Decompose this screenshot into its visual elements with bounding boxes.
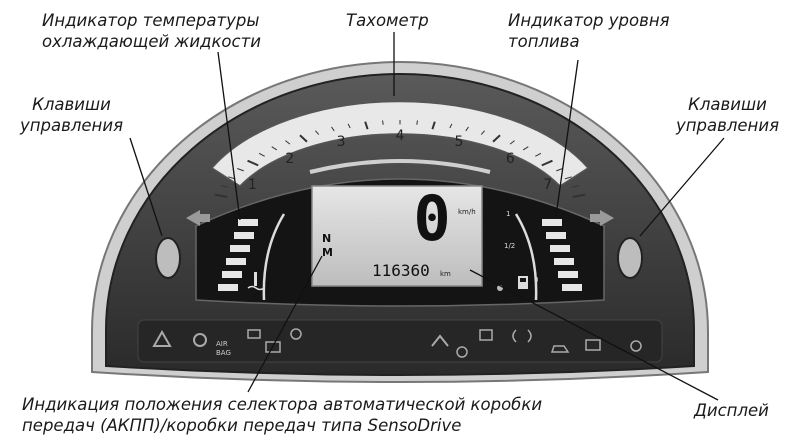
tach-tick	[535, 152, 542, 157]
tach-tick	[382, 120, 384, 125]
tach-tick	[522, 146, 529, 151]
tachometer-label: Тахометр	[346, 11, 429, 30]
fuel-bar-segment	[554, 258, 574, 265]
tach-tick	[465, 126, 469, 132]
tach-tick	[480, 130, 485, 135]
right-keys-label: Клавиши управления	[676, 95, 779, 135]
tach-tick	[556, 168, 563, 172]
display-label: Дисплей	[694, 401, 769, 420]
tach-tick	[572, 193, 586, 198]
airbag-label-top: AIR	[216, 340, 228, 348]
arrow-right-icon	[590, 210, 614, 226]
rear-fog-icon	[479, 329, 493, 341]
gear-digit: 0	[413, 182, 450, 255]
fuel-bar-segment	[558, 271, 578, 278]
hazard-warning-icon	[152, 329, 172, 347]
speed-unit: km/h	[458, 208, 476, 216]
tach-tick	[364, 121, 369, 130]
coolant-bar-segment	[230, 245, 250, 252]
gear-letter-m: M	[322, 246, 333, 259]
tach-tick	[492, 134, 501, 143]
callout-lines	[129, 32, 725, 401]
tachometer-ticks	[214, 120, 586, 198]
tach-tick	[247, 159, 259, 167]
fuel-mark-half: 1/2	[504, 242, 515, 250]
fuel-pump-icon	[518, 276, 528, 289]
left-control-key[interactable]	[155, 237, 181, 279]
lcd-display	[311, 185, 483, 287]
left-keys-label: Клавиши управления	[20, 95, 123, 135]
tach-tick	[416, 120, 418, 125]
oil-pressure-icon	[550, 345, 570, 353]
right-control-key[interactable]	[617, 237, 643, 279]
gear-indicator-label: Индикация положения селектора автоматиче…	[22, 395, 543, 435]
coolant-arc	[262, 213, 286, 301]
engine-check-icon	[265, 341, 281, 353]
tach-tick	[258, 152, 265, 157]
front-fog-icon	[512, 329, 532, 343]
tach-tick	[572, 185, 580, 188]
coolant-bar-segment	[238, 219, 258, 226]
tach-number-3: 3	[337, 134, 346, 150]
coolant-bar-segment	[234, 232, 254, 239]
tach-number-7: 7	[543, 177, 552, 193]
fuel-level-bars	[542, 219, 582, 291]
odometer-value: 116360	[372, 261, 430, 280]
coolant-bar-segment	[226, 258, 246, 265]
fuel-mark-empty: 0	[534, 276, 538, 284]
tach-tick	[299, 134, 308, 143]
tachometer-scale	[210, 100, 590, 187]
tach-number-5: 5	[454, 134, 463, 150]
tach-number-1: 1	[248, 177, 257, 193]
door-open-icon	[630, 340, 642, 352]
coolant-temperature-bars	[218, 219, 258, 291]
tach-tick	[431, 121, 436, 130]
tach-tick	[214, 193, 228, 198]
tach-tick	[509, 140, 515, 145]
tach-tick	[315, 130, 320, 135]
odometer-unit: km	[440, 270, 451, 278]
tach-tick	[331, 126, 335, 132]
fuel-bar-segment	[550, 245, 570, 252]
tachometer-needle-track	[309, 159, 491, 174]
tach-tick	[541, 159, 553, 167]
tach-tick	[271, 146, 278, 151]
coolant-bar-segment	[222, 271, 242, 278]
tachometer-numbers: 1 2 3 4 5 6 7	[248, 128, 552, 193]
battery-icon	[585, 339, 601, 351]
tach-tick	[449, 123, 453, 129]
tach-tick	[347, 123, 351, 129]
tach-number-2: 2	[285, 151, 294, 167]
seatbelt-icon	[431, 334, 449, 347]
fuel-bar-segment	[542, 219, 562, 226]
fuel-arc	[514, 213, 538, 301]
low-beam-icon	[247, 329, 261, 339]
airbag-label-bottom: BAG	[216, 349, 231, 357]
tach-number-4: 4	[396, 128, 405, 144]
glow-plug-icon	[290, 328, 302, 340]
coolant-label: Индикатор температуры охлаждающей жидкос…	[42, 11, 261, 51]
tach-number-6: 6	[506, 151, 515, 167]
arrow-left-icon	[186, 210, 210, 226]
gear-letter-n: N	[322, 232, 331, 245]
fuel-bar-segment	[546, 232, 566, 239]
fuel-mark-full: 1	[506, 210, 510, 218]
coolant-bar-segment	[218, 284, 238, 291]
fuel-label: Индикатор уровня топлива	[508, 11, 670, 51]
fuel-bar-segment	[562, 284, 582, 291]
tach-tick	[237, 168, 244, 172]
coolant-icon	[247, 272, 265, 291]
brake-warning-icon	[193, 333, 207, 347]
tach-tick	[564, 176, 572, 180]
tire-pressure-icon	[456, 346, 468, 358]
tach-tick	[220, 185, 228, 188]
tach-tick	[285, 140, 291, 145]
